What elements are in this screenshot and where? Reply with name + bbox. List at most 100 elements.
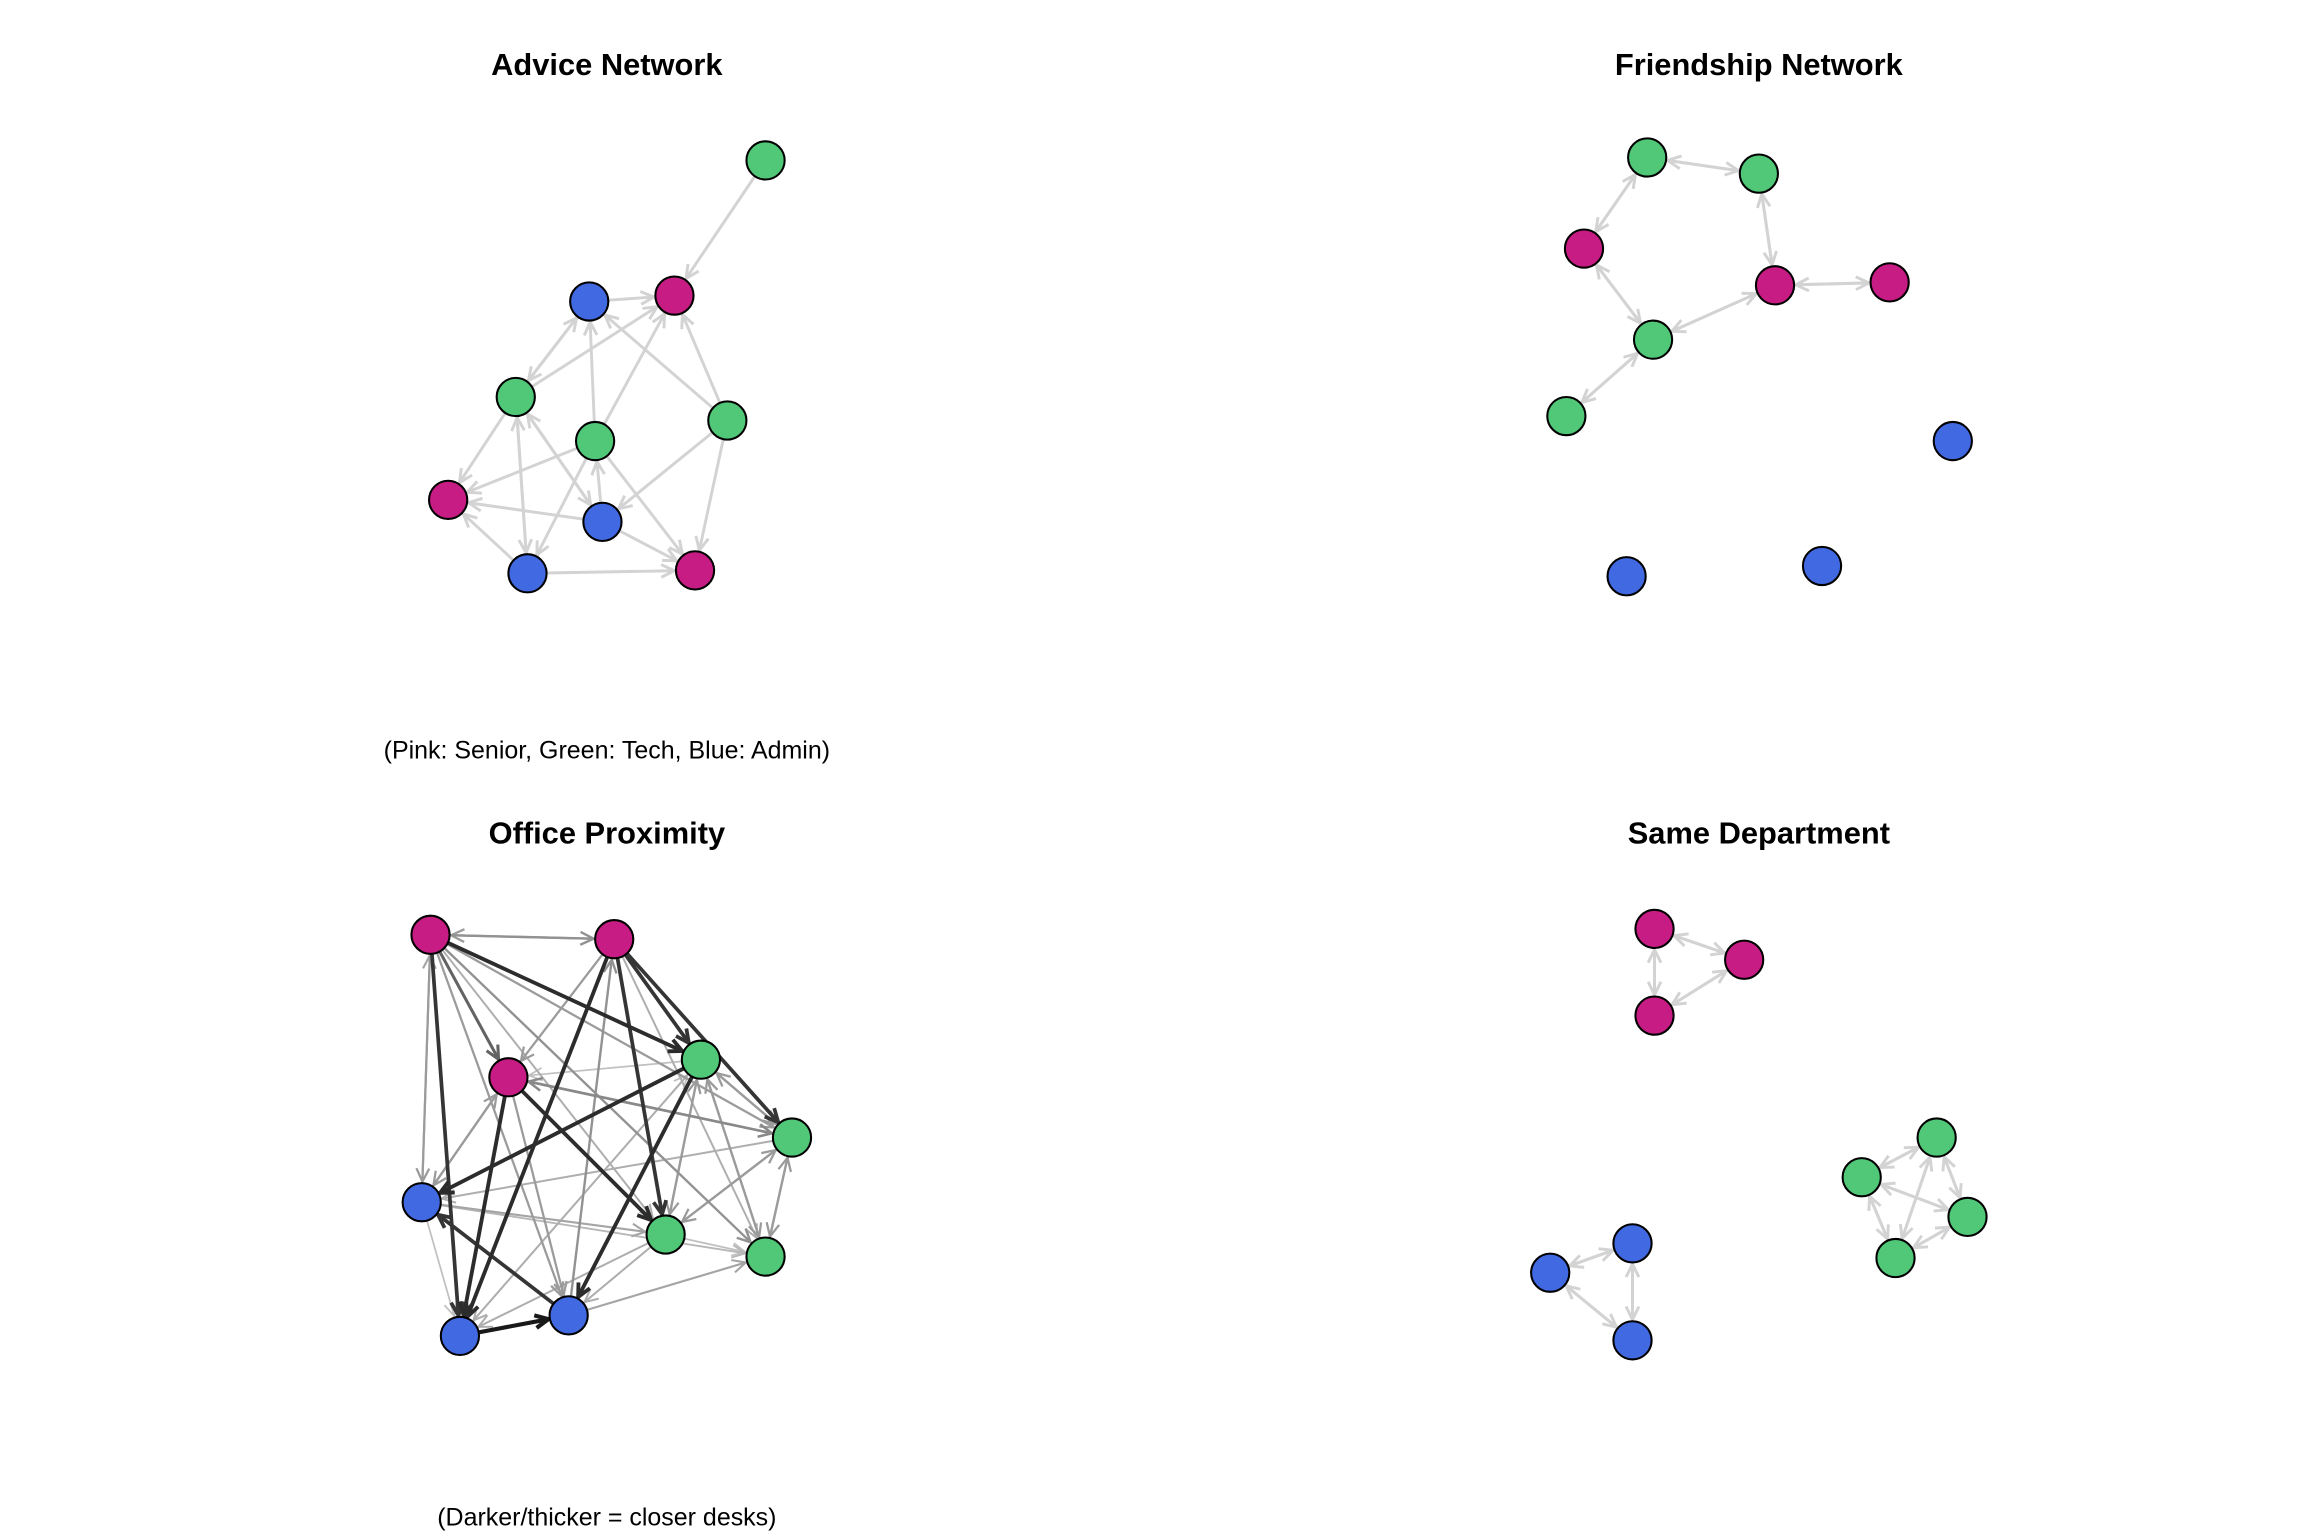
- arrowhead-icon: [687, 1077, 702, 1095]
- edge-s2-s1: [1670, 932, 1727, 955]
- node-senior: [488, 1057, 529, 1098]
- edge-a4-a7: [457, 412, 507, 486]
- arrowhead-icon: [526, 365, 543, 384]
- arrowhead-icon: [651, 310, 667, 329]
- node-admin: [439, 1315, 481, 1357]
- arrowhead-icon: [434, 1212, 453, 1229]
- edge-a9-a4: [510, 414, 528, 555]
- arrowhead-icon: [1755, 190, 1772, 209]
- arrowhead-icon: [582, 1288, 599, 1304]
- arrowhead-icon: [1664, 154, 1682, 170]
- edge-p3-g3: [520, 1089, 655, 1224]
- arrowhead-icon: [431, 1170, 447, 1188]
- node-senior: [1563, 228, 1605, 269]
- arrowhead-icon: [510, 414, 526, 432]
- edge-a6-a8: [615, 431, 714, 512]
- edge-d3-d1: [1624, 1260, 1641, 1322]
- edge-t3-t2: [1877, 1181, 1951, 1212]
- node-tech: [1875, 1237, 1916, 1279]
- node-admin: [1612, 1320, 1653, 1361]
- arrowhead-icon: [1646, 946, 1663, 964]
- advice-network: [428, 140, 786, 594]
- edge-p3-b2: [458, 1095, 507, 1321]
- arrowhead-icon: [730, 1244, 748, 1259]
- arrowhead-icon: [525, 411, 542, 429]
- edge-g1-b2: [471, 1073, 690, 1323]
- arrowhead-icon: [519, 1046, 535, 1064]
- arrowhead-icon: [1598, 1247, 1617, 1262]
- same-department-title: Same Department: [1628, 816, 1890, 851]
- node-senior: [1724, 939, 1765, 980]
- arrowhead-icon: [667, 1038, 687, 1054]
- arrowhead-icon: [436, 1179, 455, 1195]
- node-tech: [495, 376, 536, 418]
- node-tech: [1627, 137, 1668, 178]
- edge-p1-b1: [415, 953, 432, 1185]
- arrowhead-icon: [550, 1281, 565, 1299]
- arrowhead-icon: [464, 480, 483, 495]
- edge-b3-g4: [586, 1259, 749, 1311]
- arrowhead-icon: [602, 312, 620, 329]
- arrowhead-icon: [694, 535, 710, 554]
- edge-p3-b1: [431, 1092, 499, 1188]
- arrowhead-icon: [602, 956, 618, 974]
- arrowhead-icon: [639, 290, 658, 306]
- node-senior: [594, 919, 635, 960]
- edge-t4-t2: [1867, 1193, 1890, 1241]
- edge-f4-f2: [1755, 190, 1774, 267]
- arrowhead-icon: [736, 1228, 753, 1245]
- node-tech: [1546, 395, 1587, 437]
- office-edges: [415, 928, 793, 1335]
- node-admin: [582, 501, 623, 543]
- edge-b3-b1: [434, 1212, 555, 1306]
- edge-a8-a10: [618, 529, 680, 563]
- node-senior: [1754, 265, 1796, 306]
- edge-g4-g1: [704, 1076, 761, 1239]
- arrowhead-icon: [630, 1222, 648, 1238]
- office-proximity-title: Office Proximity: [489, 816, 726, 851]
- edge-g1-b1: [436, 1066, 685, 1195]
- edge-a1-a3: [684, 175, 757, 282]
- arrowhead-icon: [642, 304, 660, 320]
- edge-g3-g4: [684, 1237, 748, 1257]
- edge-a2-a3: [608, 290, 658, 306]
- node-admin: [569, 281, 610, 322]
- node-tech: [680, 1039, 722, 1080]
- node-tech: [645, 1214, 686, 1255]
- edge-p1-p2: [449, 930, 597, 946]
- arrowhead-icon: [1711, 968, 1730, 984]
- edge-f4-f6: [1668, 291, 1759, 334]
- network-plots: [401, 137, 1988, 1361]
- edge-p3-b3: [511, 1095, 568, 1298]
- advice-network-legend-caption: (Pink: Senior, Green: Tech, Blue: Admin): [384, 736, 830, 764]
- arrowhead-icon: [460, 511, 478, 529]
- edge-p2-g2: [625, 952, 782, 1126]
- node-tech: [771, 1117, 813, 1158]
- edge-s3-s1: [1646, 946, 1663, 997]
- node-senior: [1634, 908, 1675, 950]
- edge-f7-f6: [1579, 351, 1641, 405]
- edge-g2-p3: [525, 1076, 774, 1135]
- node-tech: [1916, 1117, 1957, 1158]
- edge-p1-g1: [447, 941, 687, 1054]
- edge-p2-g3: [615, 957, 668, 1219]
- edge-f2-f1: [1664, 154, 1741, 173]
- arrowhead-icon: [1792, 276, 1810, 293]
- edge-a5-a10: [605, 455, 685, 557]
- node-admin: [401, 1182, 442, 1223]
- dept-network: [1530, 908, 1988, 1361]
- edge-a4-a3: [531, 304, 660, 388]
- arrowhead-icon: [1623, 351, 1641, 368]
- edge-a5-a9: [535, 457, 588, 558]
- node-admin: [1801, 545, 1843, 587]
- edge-a5-a7: [464, 446, 578, 495]
- edge-g4-g2: [768, 1155, 793, 1239]
- arrowhead-icon: [485, 1044, 501, 1063]
- edge-a6-a10: [694, 438, 725, 554]
- arrowhead-icon: [579, 930, 597, 946]
- arrowhead-icon: [761, 1148, 778, 1164]
- arrowhead-icon: [680, 311, 695, 330]
- arrowhead-icon: [458, 1301, 474, 1321]
- node-senior: [410, 914, 451, 955]
- edge-t2-t1: [1877, 1145, 1922, 1170]
